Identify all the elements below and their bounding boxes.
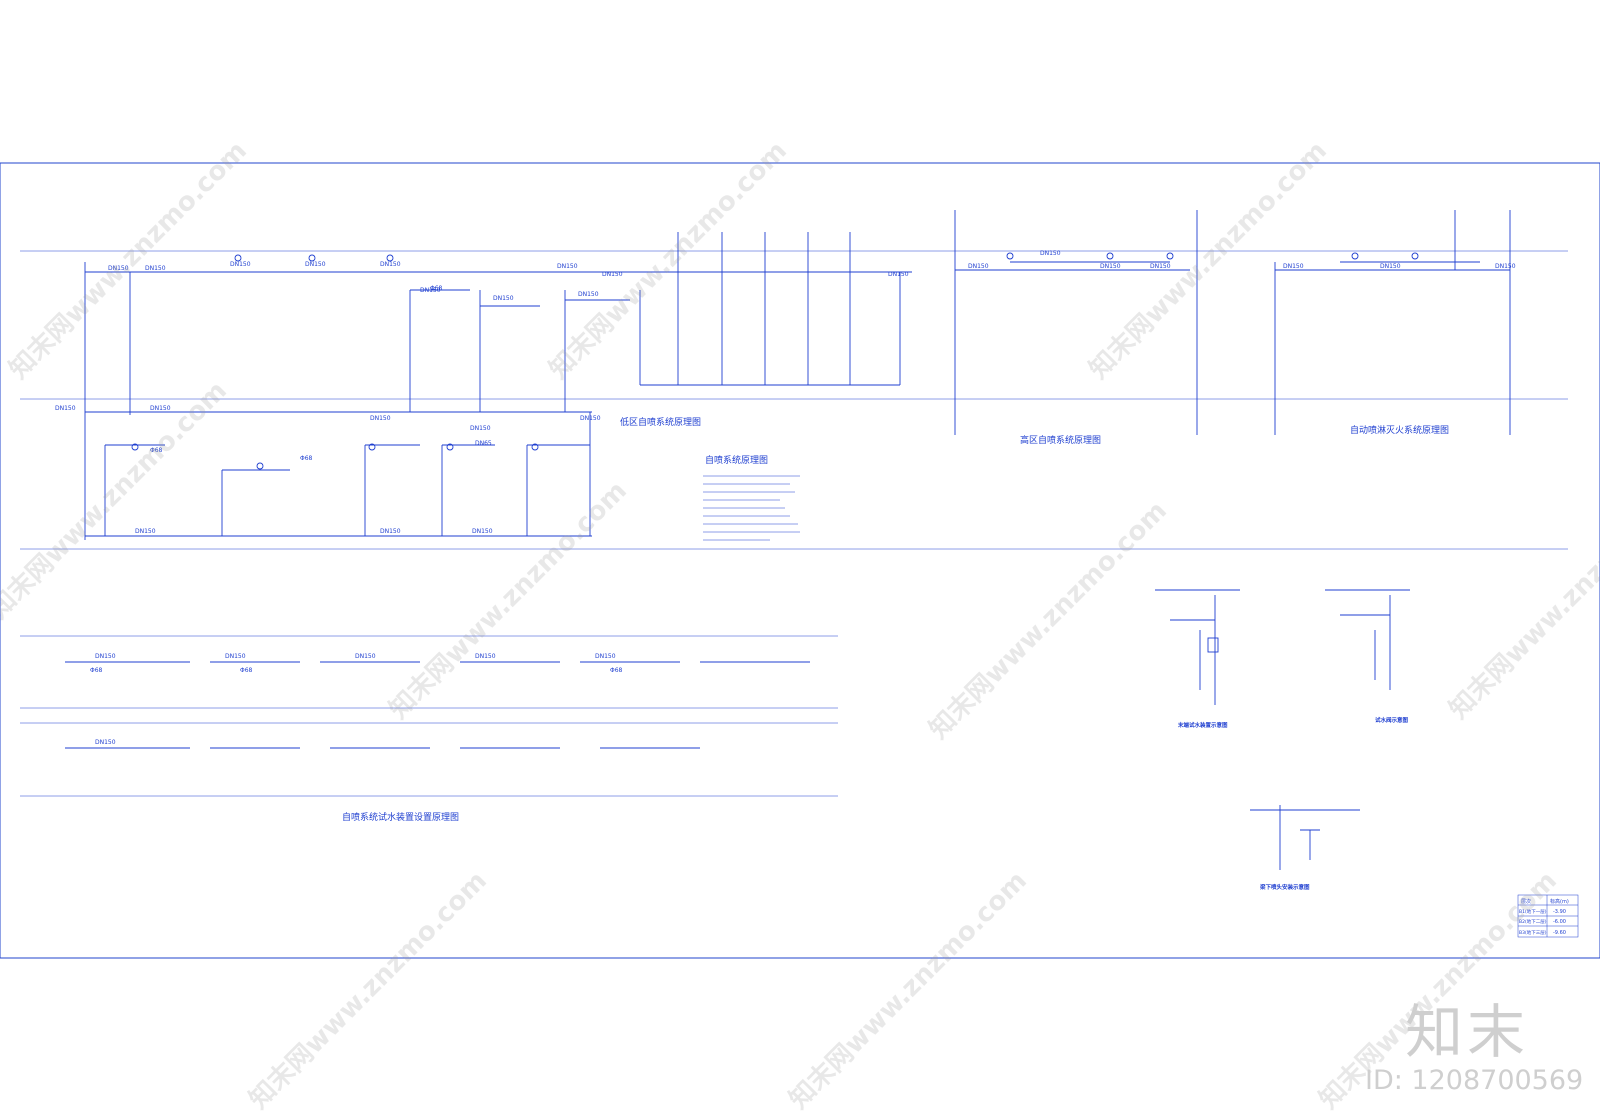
level-table: 层次 标高(m) B1(地下一层) -3.90 B2(地下二层) -6.00 B… — [1517, 894, 1579, 938]
detail-beam-title: 梁下喷头安装示意图 — [1259, 883, 1310, 891]
detail-test-valve: 试水阀示意图 — [1325, 589, 1410, 724]
detail-end-title: 末端试水装置示意图 — [1178, 721, 1228, 729]
watermarks: 知末网www.znzmo.com 知末网www.znzmo.com 知末网www… — [0, 136, 1600, 1115]
pipe-label: Φ68 — [430, 285, 443, 292]
watermark: 知末网www.znzmo.com — [244, 866, 493, 1115]
table-header: 标高(m) — [1550, 898, 1569, 905]
pipe-label: DN150 — [968, 263, 989, 270]
table-header: 层次 — [1521, 898, 1531, 905]
detail-beam-sprinkler: 梁下喷头安装示意图 — [1250, 805, 1360, 891]
pipe-label: DN65 — [475, 440, 492, 447]
pipe-label: DN150 — [493, 295, 514, 302]
pipe-label: Φ68 — [90, 667, 103, 674]
watermark: 知末网www.znzmo.com — [384, 476, 633, 725]
pipe-label: DN150 — [1040, 250, 1061, 257]
table-cell: -6.00 — [1553, 919, 1566, 925]
pipe-label: DN150 — [95, 739, 116, 746]
pipe-label: Φ68 — [300, 455, 313, 462]
watermark: 知末网www.znzmo.com — [784, 866, 1033, 1115]
pipe-label: DN150 — [420, 287, 441, 294]
watermark: 知末网www.znzmo.com — [924, 496, 1173, 745]
drawing-frame — [0, 162, 1600, 959]
test-water-diagram: DN150 DN150 DN150 DN150 DN150 DN150 Φ68 … — [20, 635, 838, 823]
pipe-label: DN150 — [602, 271, 623, 278]
pipe-label: DN150 — [475, 653, 496, 660]
pipe-label: DN150 — [305, 261, 326, 268]
pipe-label: DN150 — [557, 263, 578, 270]
pipe-label: DN150 — [355, 653, 376, 660]
pipe-label: DN150 — [1283, 263, 1304, 270]
pipe-label: DN150 — [1495, 263, 1516, 270]
high-zone-system: DN150 DN150 DN150 DN150 高区自喷系统原理图 — [954, 210, 1198, 446]
auto-sprinkler-system: DN150 DN150 DN150 自动喷淋灭火系统原理图 — [1274, 210, 1516, 436]
pipe-label: DN150 — [135, 528, 156, 535]
pipe-label: DN150 — [888, 271, 909, 278]
table-cell: -9.60 — [1553, 930, 1566, 936]
notes-block: 自喷系统原理图 — [703, 454, 800, 541]
pipe-label: DN150 — [225, 653, 246, 660]
brand-logo: 知末 — [1405, 998, 1530, 1066]
pipe-label: Φ68 — [610, 667, 623, 674]
low-zone-labels: DN150 DN150 DN150 DN150 DN150 DN150 DN15… — [55, 261, 909, 535]
table-cell: B2(地下二层) — [1519, 918, 1547, 925]
pipe-label: DN150 — [580, 415, 601, 422]
pipe-label: DN150 — [1150, 263, 1171, 270]
low-zone-system — [84, 232, 912, 540]
test-water-title: 自喷系统试水装置设置原理图 — [342, 811, 459, 823]
pipe-label: DN150 — [472, 528, 493, 535]
pipe-label: DN150 — [595, 653, 616, 660]
watermark: 知末网www.znzmo.com — [1084, 136, 1333, 385]
table-cell: B3(地下三层) — [1519, 929, 1547, 936]
watermark: 知末网www.znzmo.com — [0, 376, 233, 625]
pipe-label: DN150 — [145, 265, 166, 272]
pipe-label: Φ68 — [240, 667, 253, 674]
pipe-label: DN150 — [470, 425, 491, 432]
system-diagram-title: 自喷系统原理图 — [705, 454, 768, 466]
pipe-label: DN150 — [1380, 263, 1401, 270]
detail-valve-title: 试水阀示意图 — [1375, 716, 1409, 724]
pipe-label: Φ68 — [150, 447, 163, 454]
floor-lines — [20, 250, 1568, 550]
detail-end-test: 末端试水装置示意图 — [1155, 589, 1240, 729]
table-cell: B1(地下一层) — [1519, 908, 1547, 915]
table-cell: -3.90 — [1553, 909, 1566, 915]
watermark: 知末网www.znzmo.com — [1444, 476, 1600, 725]
high-zone-title: 高区自喷系统原理图 — [1020, 434, 1101, 446]
pipe-label: DN150 — [380, 261, 401, 268]
pipe-label: DN150 — [150, 405, 171, 412]
pipe-label: DN150 — [1100, 263, 1121, 270]
pipe-label: DN150 — [230, 261, 251, 268]
pipe-label: DN150 — [370, 415, 391, 422]
pipe-label: DN150 — [380, 528, 401, 535]
watermark: 知末网www.znzmo.com — [4, 136, 253, 385]
pipe-label: DN150 — [578, 291, 599, 298]
auto-sprinkler-title: 自动喷淋灭火系统原理图 — [1350, 424, 1449, 436]
low-zone-title: 低区自喷系统原理图 — [620, 416, 701, 428]
brand-id: ID: 1208700569 — [1365, 1065, 1584, 1096]
pipe-label: DN150 — [95, 653, 116, 660]
pipe-label: DN150 — [55, 405, 76, 412]
watermark: 知末网www.znzmo.com — [544, 136, 793, 385]
pipe-label: DN150 — [108, 265, 129, 272]
